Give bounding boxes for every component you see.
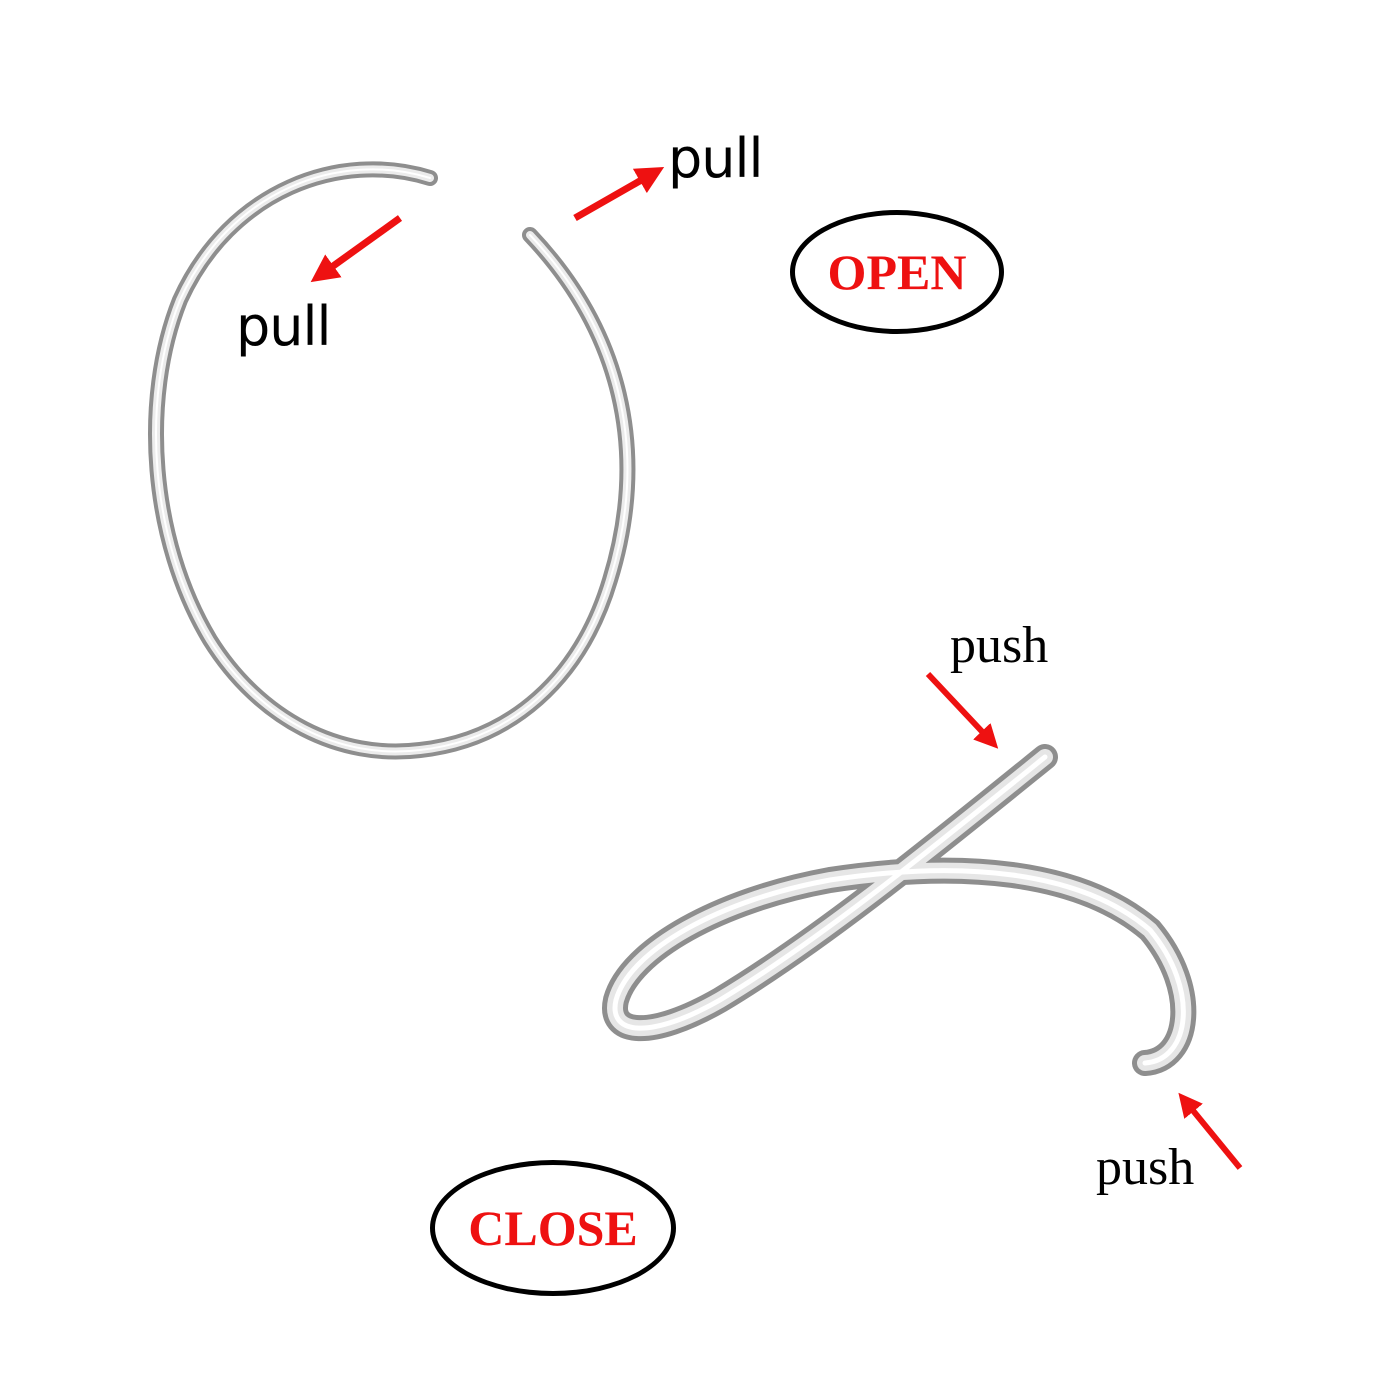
open-state-label: OPEN: [827, 244, 967, 300]
close-state-badge: CLOSE: [430, 1160, 676, 1296]
open-state-badge: OPEN: [790, 210, 1004, 334]
pull-label-right: pull: [668, 127, 764, 190]
open-nose-ring: [148, 161, 636, 760]
pull-label-left: pull: [236, 295, 332, 358]
pull-left-arrow: [310, 215, 403, 283]
push-label-top: push: [950, 617, 1049, 674]
pull-right-arrow: [573, 167, 665, 222]
push-top-arrow: [925, 671, 999, 749]
push-bottom-arrow: [1178, 1092, 1243, 1170]
closed-nose-ring: [602, 744, 1197, 1076]
push-label-bottom: push: [1096, 1139, 1195, 1196]
close-state-label: CLOSE: [468, 1200, 638, 1256]
